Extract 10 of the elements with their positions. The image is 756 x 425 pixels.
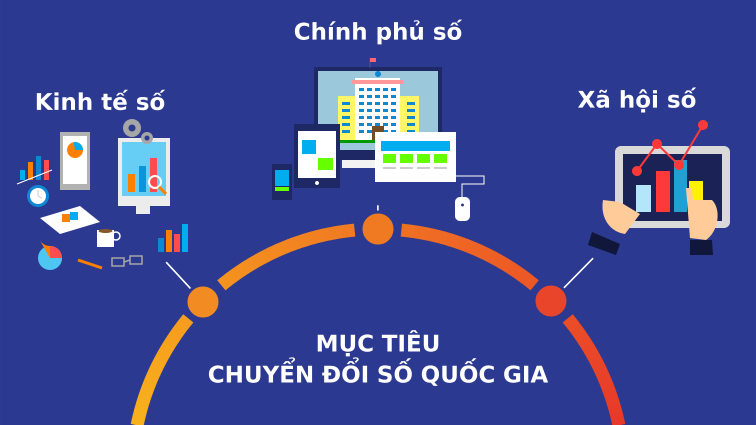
society-drawing: Xã hội số <box>578 88 730 255</box>
node-label: Xã hội số <box>578 88 696 112</box>
leader-line <box>166 262 192 289</box>
economy-drawing: Kinh tế số <box>16 90 188 270</box>
node-label: Chính phủ số <box>294 20 462 44</box>
leader-line <box>563 258 594 288</box>
node-label: Kinh tế số <box>36 90 166 110</box>
government-drawing: Chính phủ số <box>272 20 484 221</box>
leader-line <box>377 205 379 210</box>
title: MỤC TIÊU CHUYỂN ĐỔI SỐ QUỐC GIA <box>208 330 548 386</box>
